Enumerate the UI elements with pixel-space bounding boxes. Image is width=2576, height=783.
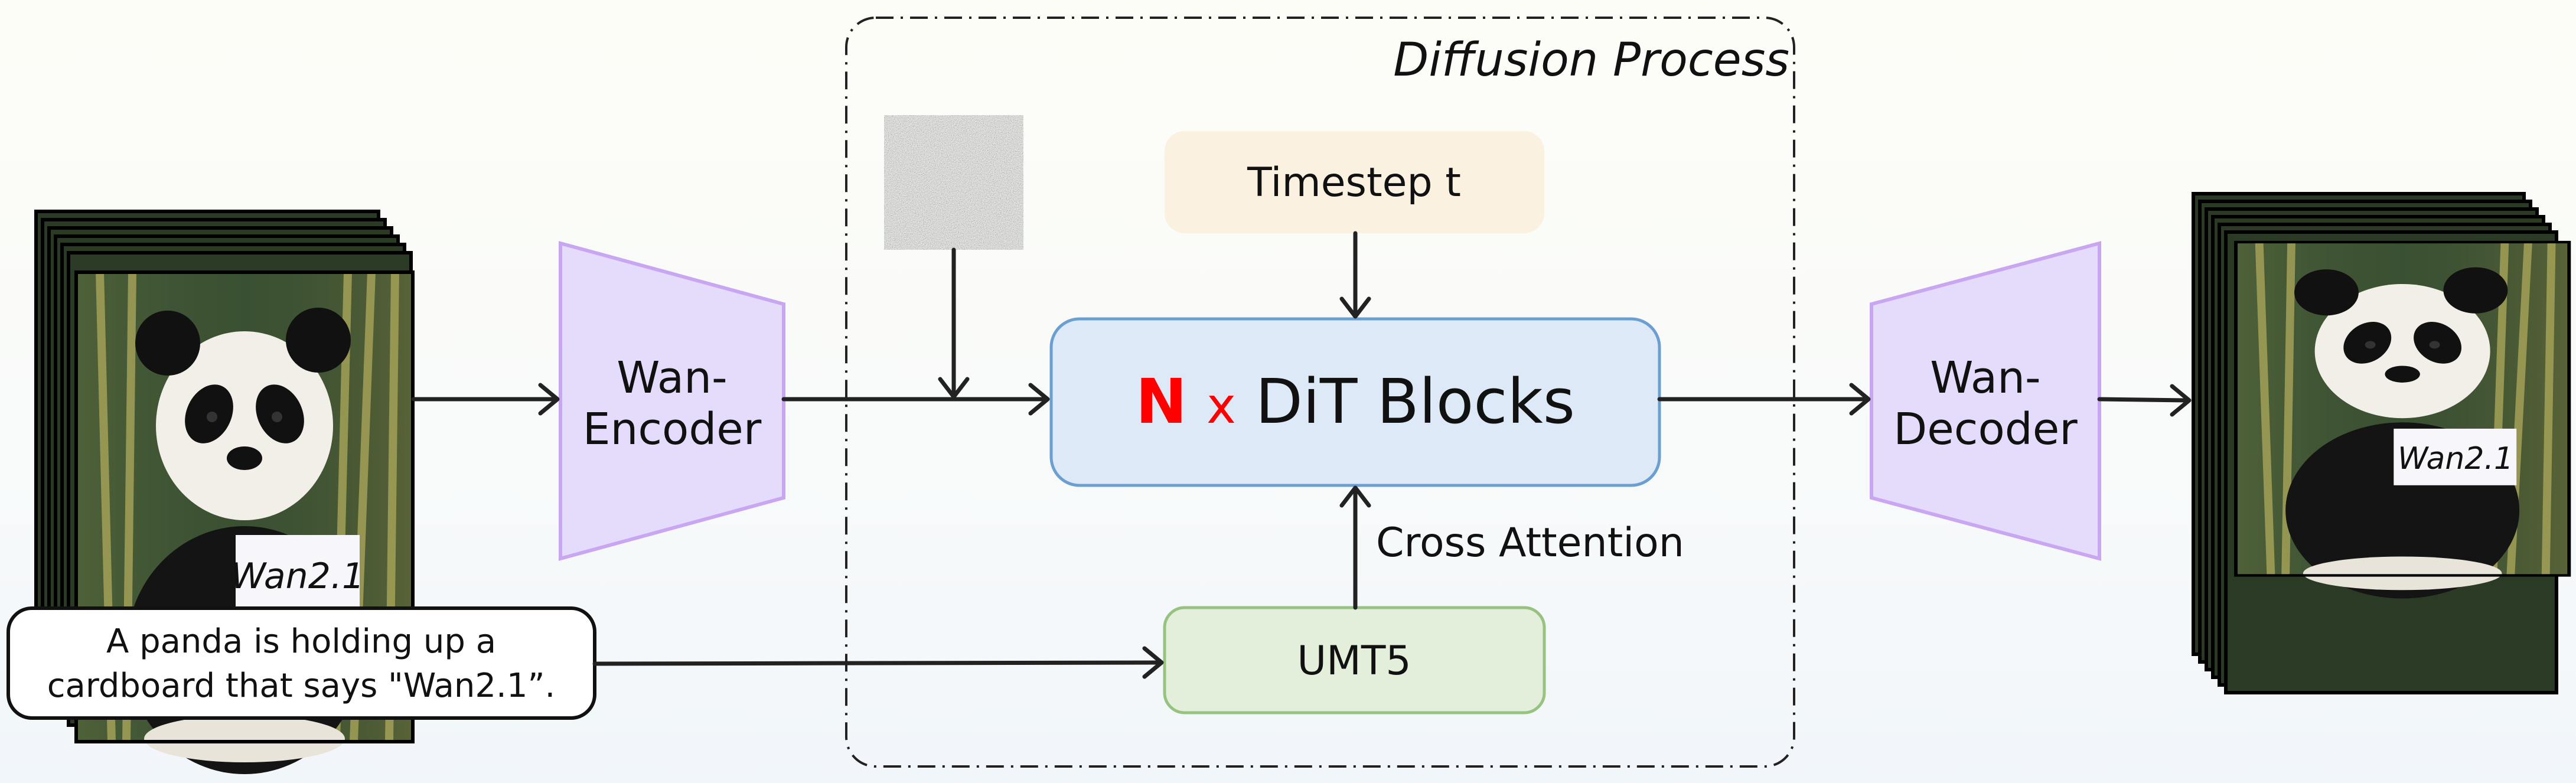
diffusion-process-label: Diffusion Process (1393, 34, 1789, 87)
wan-decoder-label-2: Decoder (1893, 404, 2078, 455)
output-panda-frame (2236, 242, 2569, 599)
arrow-prompt-to-umt5 (592, 646, 1164, 679)
timestep-label: Timestep t (1247, 159, 1461, 206)
cross-attention-label: Cross Attention (1376, 520, 1684, 566)
dit-x-label: x (1207, 377, 1236, 435)
dit-n-label: N (1136, 366, 1187, 438)
arrow-encoder-to-dit (781, 383, 1050, 416)
wan-encoder-label-2: Encoder (583, 404, 762, 455)
noise-latent-image (884, 115, 1023, 250)
input-panda-frame: Wan2.1 (76, 272, 413, 774)
arrow-umt5-to-dit (1339, 485, 1371, 610)
prompt-line2: cardboard that says "Wan2.1”. (47, 667, 556, 705)
arrows (411, 231, 2192, 679)
dit-blocks-box (1049, 317, 1661, 487)
wan-decoder-block (1870, 241, 2101, 561)
arrow-decoder-to-output (2097, 384, 2192, 417)
dit-label: DiT Blocks (1256, 366, 1575, 438)
arrow-dit-to-decoder (1657, 383, 1871, 416)
wan-decoder-label-1: Wan- (1930, 353, 2040, 403)
diffusion-process-container (845, 17, 1795, 768)
arrow-input-to-encoder (411, 383, 560, 416)
wan-encoder-label-1: Wan- (617, 353, 727, 403)
output-video-frames: Wan2.1 (2192, 192, 2569, 694)
wan-encoder-block (559, 241, 785, 561)
arrow-timestep-to-dit (1339, 231, 1371, 319)
output-sign-text: Wan2.1 (2398, 441, 2513, 477)
input-sign-text: Wan2.1 (231, 556, 364, 597)
dit-blocks-label: N x DiT Blocks (1136, 366, 1575, 438)
timestep-box (1165, 131, 1544, 233)
umt5-label: UMT5 (1297, 638, 1411, 684)
arrow-noise-to-main (938, 247, 970, 399)
prompt-line1: A panda is holding up a (106, 622, 496, 661)
